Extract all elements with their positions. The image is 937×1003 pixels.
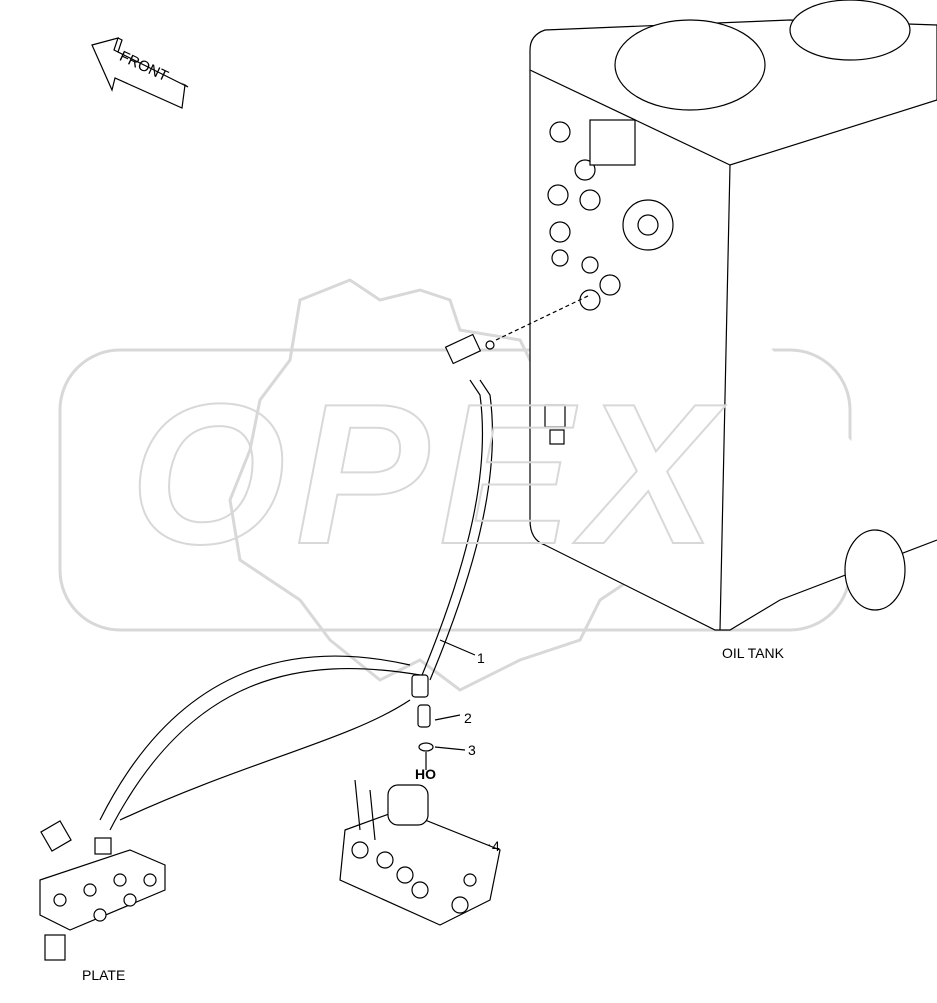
valve-block (339, 779, 501, 926)
front-arrow-icon (91, 37, 189, 109)
callout-1: 1 (477, 650, 485, 666)
plate-assembly (39, 820, 166, 961)
elbow-fitting (411, 639, 491, 856)
callout-4: 4 (492, 838, 500, 854)
watermark: OPEX (129, 362, 726, 587)
watermark-gear (228, 278, 662, 692)
plate-label: PLATE (82, 967, 126, 983)
ho-label: HO (415, 766, 436, 782)
oil-tank (529, 0, 937, 631)
oil-tank-label: OIL TANK (722, 645, 784, 661)
callout-3: 3 (468, 742, 476, 758)
hose-assembly (99, 294, 591, 831)
callout-2: 2 (464, 710, 472, 726)
